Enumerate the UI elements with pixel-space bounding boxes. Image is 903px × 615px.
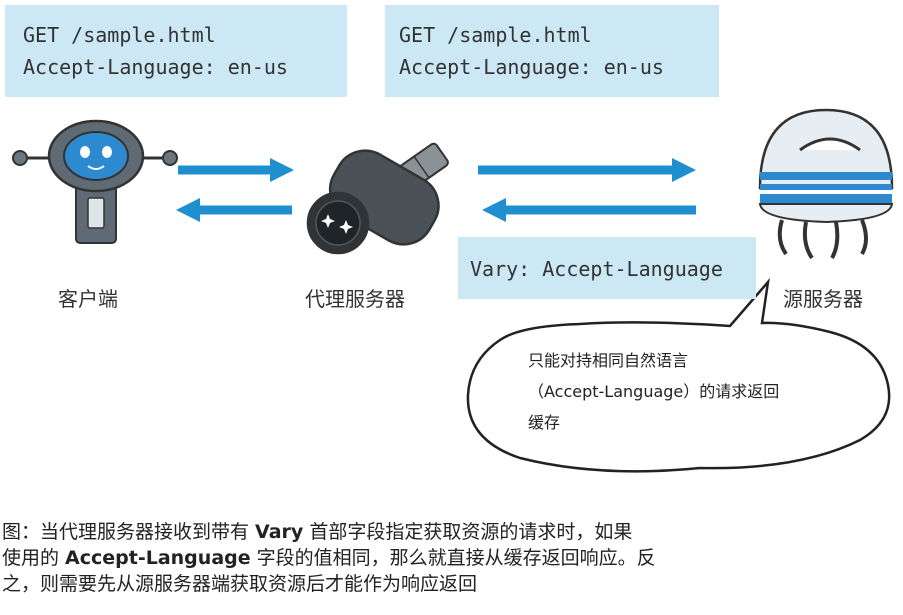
arrow-proxy-to-origin [478, 158, 696, 182]
arrow-client-to-proxy [178, 158, 294, 182]
response-header-box: Vary: Accept-Language [458, 237, 756, 299]
request-line-method: GET /sample.html [399, 23, 592, 47]
request-box-proxy: GET /sample.html Accept-Language: en-us [385, 5, 719, 97]
origin-server-label: 源服务器 [783, 287, 863, 311]
client-robot-icon [12, 119, 178, 244]
caption-keyword-accept-language: Accept-Language [65, 547, 251, 569]
request-line-accept-language: Accept-Language: en-us [23, 55, 288, 79]
proxy-server-satellite-icon [306, 142, 449, 255]
proxy-server-label: 代理服务器 [305, 287, 405, 311]
caption-line-3: 之，则需要先从源服务器端获取资源后才能作为响应返回 [2, 573, 478, 595]
speech-bubble-text: 只能对持相同自然语言 （Accept-Language）的请求返回 缓存 [528, 345, 828, 438]
caption-line-1: 图：当代理服务器接收到带有 Vary 首部字段指定获取资源的请求时，如果 [2, 521, 633, 543]
bubble-line-3: 缓存 [528, 413, 561, 432]
vary-header-line: Vary: Accept-Language [470, 257, 723, 281]
request-line-method: GET /sample.html [23, 23, 216, 47]
caption-keyword-vary: Vary [255, 521, 304, 543]
speech-bubble [466, 277, 891, 473]
caption-line-2: 使用的 Accept-Language 字段的值相同，那么就直接从缓存返回响应。… [2, 547, 656, 569]
request-box-client: GET /sample.html Accept-Language: en-us [5, 5, 347, 97]
bubble-line-2: （Accept-Language）的请求返回 [528, 382, 780, 401]
figure-caption: 图：当代理服务器接收到带有 Vary 首部字段指定获取资源的请求时，如果 使用的… [2, 519, 897, 597]
arrow-origin-to-proxy [482, 198, 696, 222]
arrow-proxy-to-client [176, 198, 292, 222]
request-line-accept-language: Accept-Language: en-us [399, 55, 664, 79]
origin-server-jellyfish-icon [758, 108, 894, 260]
bubble-line-1: 只能对持相同自然语言 [528, 351, 689, 370]
client-label: 客户端 [58, 287, 118, 311]
